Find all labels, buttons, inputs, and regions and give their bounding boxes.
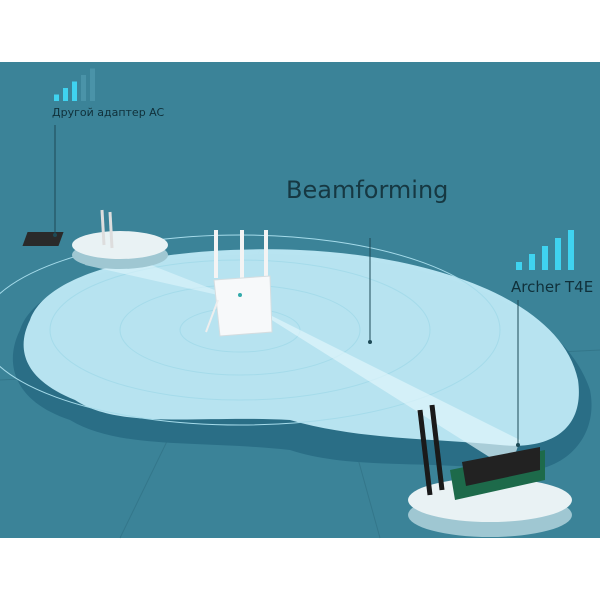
other-adapter: [22, 209, 168, 269]
signal-bars-icon: [516, 230, 574, 270]
signal-bar: [81, 75, 86, 101]
beam: [240, 300, 520, 470]
feature-title: Beamforming: [286, 176, 448, 204]
other-adapter-label: Другой адаптер AC: [52, 106, 165, 119]
signal-bar: [568, 230, 574, 270]
signal-bar: [54, 94, 59, 101]
product-label: Archer T4E: [511, 278, 593, 296]
signal-bar: [542, 246, 548, 270]
signal-bar: [90, 68, 95, 101]
coverage-area: [23, 249, 579, 446]
router-icon: [205, 230, 273, 337]
pcie-adapter-icon: [408, 404, 572, 537]
signal-bar: [555, 238, 561, 270]
signal-bar: [72, 81, 77, 101]
signal-bar: [63, 88, 68, 101]
signal-bar: [529, 254, 535, 270]
signal-bar: [516, 262, 522, 270]
signal-bars-icon: [54, 68, 95, 101]
